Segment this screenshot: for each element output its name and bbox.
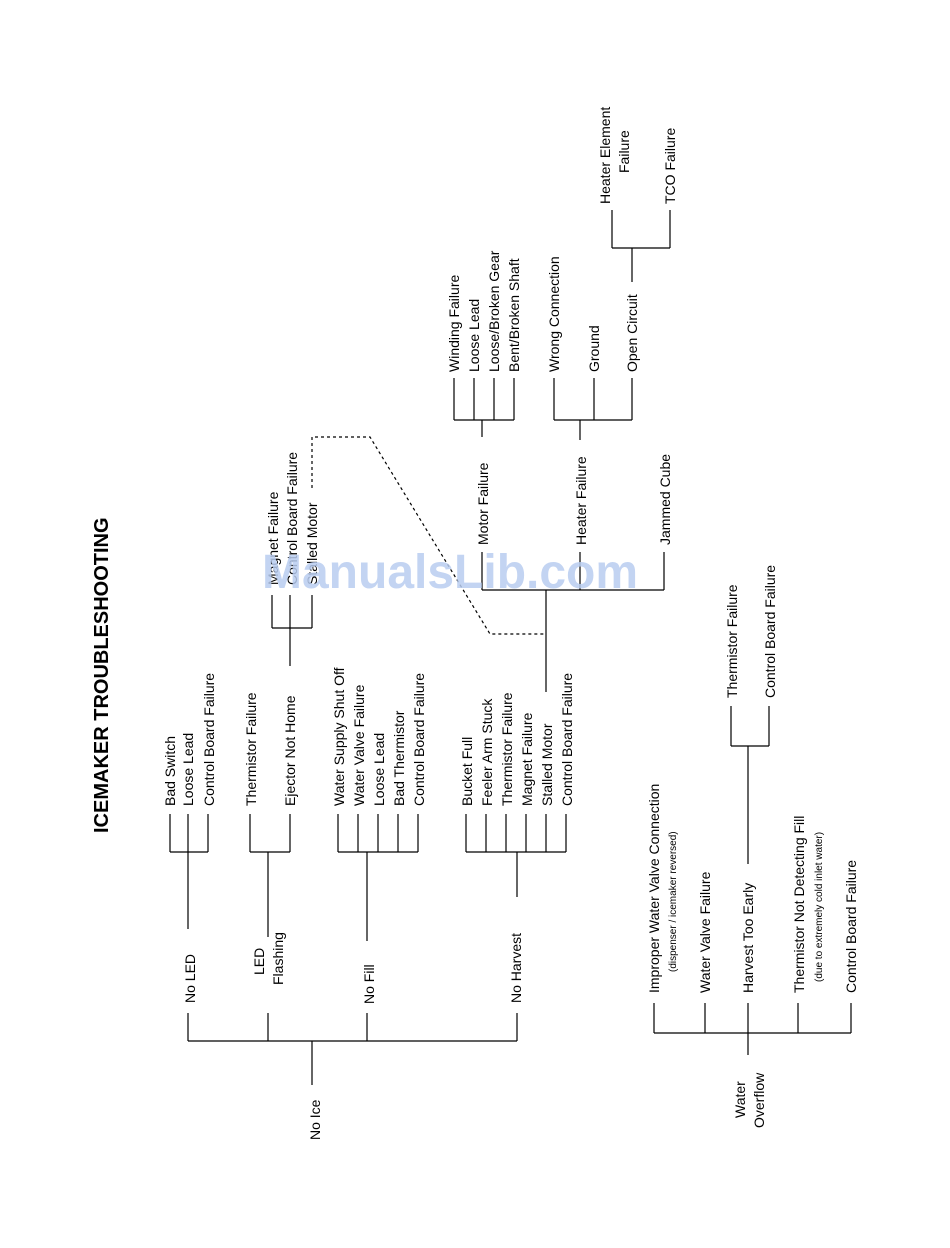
node-tco-failure: TCO Failure [662,128,678,204]
node-harvest-too-early: Harvest Too Early [740,883,756,993]
node-winding-failure: Winding Failure [446,275,462,372]
node-improper-valve-note: (dispenser / icemaker reversed) [668,831,679,972]
water-overflow-tree [653,706,852,1055]
node-bent-broken-shaft: Bent/Broken Shaft [506,258,522,372]
node-stalled-motor-1: Stalled Motor [304,502,320,585]
node-thermistor-not-detecting: Thermistor Not Detecting Fill [791,816,807,993]
node-heater-element-failure: Failure [616,130,632,173]
node-ejector-not-home: Ejector Not Home [282,695,298,806]
node-water-valve-1: Water Valve Failure [351,684,367,806]
node-loose-lead-1: Loose Lead [180,733,196,806]
watermark: ManualsLib.com [262,546,638,599]
node-bad-thermistor: Bad Thermistor [391,710,407,806]
node-improper-valve: Improper Water Valve Connection [646,784,662,993]
node-no-ice: No Ice [307,1099,323,1140]
node-open-circuit: Open Circuit [624,294,640,372]
node-jammed-cube: Jammed Cube [657,454,673,545]
node-water-valve-2: Water Valve Failure [697,871,713,993]
node-magnet-2: Magnet Failure [519,712,535,806]
node-heater-failure: Heater Failure [573,456,589,545]
node-wrong-connection: Wrong Connection [546,256,562,372]
node-led: LED [251,948,267,975]
node-thermistor-not-detecting-note: (due to extremely cold inlet water) [814,832,825,982]
node-loose-lead-2: Loose Lead [371,733,387,806]
no-ice-tree [169,210,671,1085]
node-magnet-1: Magnet Failure [265,491,281,585]
node-loose-lead-3: Loose Lead [466,299,482,372]
node-thermistor-3: Thermistor Failure [724,584,740,698]
node-control-board-4: Control Board Failure [559,673,575,806]
node-stalled-motor-2: Stalled Motor [539,723,555,806]
node-control-board-6: Control Board Failure [843,860,859,993]
node-loose-broken-gear: Loose/Broken Gear [486,250,502,372]
node-feeler-arm-stuck: Feeler Arm Stuck [479,698,495,806]
node-thermistor-2: Thermistor Failure [499,692,515,806]
node-flashing: Flashing [270,932,286,985]
node-motor-failure: Motor Failure [475,462,491,545]
page-title: ICEMAKER TROUBLESHOOTING [91,517,113,833]
node-control-board-5: Control Board Failure [762,565,778,698]
node-no-harvest: No Harvest [508,933,524,1003]
node-bad-switch: Bad Switch [162,736,178,806]
node-control-board-1: Control Board Failure [201,673,217,806]
node-bucket-full: Bucket Full [459,737,475,806]
node-thermistor-1: Thermistor Failure [243,692,259,806]
node-control-board-3: Control Board Failure [411,673,427,806]
node-control-board-2: Control Board Failure [284,452,300,585]
node-ground: Ground [586,325,602,372]
node-no-led: No LED [182,954,198,1003]
node-no-fill: No Fill [361,964,377,1004]
node-overflow: Overflow [751,1072,767,1128]
node-heater-element: Heater Element [597,107,613,204]
node-water-supply-shut-off: Water Supply Shut Off [331,667,347,806]
node-water: Water [732,1081,748,1118]
